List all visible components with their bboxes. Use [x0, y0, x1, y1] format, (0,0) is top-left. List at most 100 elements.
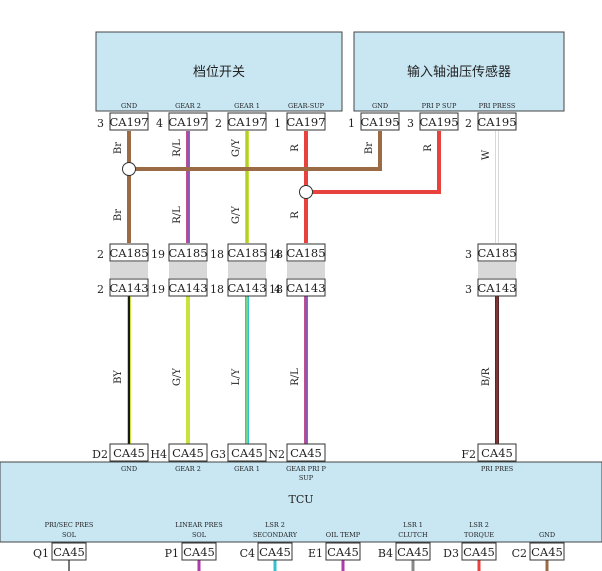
pressure-sensor-conn-1-box	[419, 112, 459, 131]
inline-separator-2	[228, 262, 266, 278]
tcu-top-conn-3-label: CA45	[290, 446, 322, 460]
inline-upper-4-label: CA185	[477, 246, 516, 260]
inline-lower-4-label: CA143	[477, 281, 516, 295]
gear-switch-conn-1-label: CA197	[168, 115, 207, 129]
inline-upper-1-box	[168, 243, 208, 262]
tcu-bottom-conn-4-label: CA45	[397, 545, 429, 559]
inline-upper-2-label: CA185	[227, 246, 266, 260]
wire-label-upper-3: R	[290, 144, 301, 152]
wire-label-upper-1: R/L	[172, 139, 183, 157]
wire-label-mid-2: G/Y	[231, 206, 242, 224]
tcu-top-pin-num-4: F2	[461, 448, 476, 461]
tcu-box	[0, 461, 602, 543]
inline-upper-3-label: CA185	[286, 246, 325, 260]
tcu-bottom-conn-4-box	[395, 542, 431, 561]
tcu-bottom-signal-2-b: SECONDARY	[253, 531, 298, 539]
splice-gnd	[122, 162, 136, 176]
inline-lower-left-4: 3	[465, 283, 472, 296]
inline-upper-1-label: CA185	[168, 246, 207, 260]
inline-lower-right-2: 18	[269, 283, 283, 296]
tcu-bottom-signal-1-a: LINEAR PRES	[175, 521, 222, 529]
gear-switch-conn-2-label: CA197	[227, 115, 266, 129]
inline-lower-right-0: 19	[151, 283, 165, 296]
pressure-sensor-conn-0-label: CA195	[360, 115, 399, 129]
tcu-bottom-pin-num-6: C2	[512, 547, 527, 560]
wire-label-lower-1: G/Y	[172, 368, 183, 386]
inline-lower-2-label: CA143	[227, 281, 266, 295]
wire-label-lower-2: L/Y	[231, 368, 242, 385]
tcu-bottom-pin-num-3: E1	[308, 547, 323, 560]
tcu-top-signal-4: PRI PRES	[481, 465, 513, 473]
wire-sup-cross	[306, 131, 441, 194]
wire-label-upper-2: G/Y	[231, 139, 242, 157]
tcu-bottom-conn-6-box	[529, 542, 565, 561]
tcu-top-signal-3-a: GEAR PRI P	[286, 465, 326, 473]
tcu-bottom-signal-5-b: TORQUE	[464, 531, 494, 539]
pressure-sensor-conn-1-label: CA195	[419, 115, 458, 129]
wire-label-lower-4: B/R	[481, 367, 492, 386]
tcu-bottom-signal-5-a: LSR 2	[469, 521, 489, 529]
inline-upper-4-box	[477, 243, 517, 262]
inline-upper-right-1: 18	[210, 248, 224, 261]
pressure-sensor-pin-num-2: 2	[465, 117, 472, 130]
tcu-top-signal-1: GEAR 2	[175, 465, 201, 473]
pressure-sensor-signal-1: PRI P SUP	[422, 102, 457, 110]
inline-lower-1-label: CA143	[168, 281, 207, 295]
tcu-bottom-pin-num-2: C4	[240, 547, 255, 560]
gear-switch-conn-3-label: CA197	[286, 115, 325, 129]
inline-upper-left-4: 3	[465, 248, 472, 261]
pressure-sensor-box	[353, 31, 565, 112]
gear-switch-conn-0-box	[109, 112, 149, 131]
pressure-sensor-signal-0: GND	[372, 102, 388, 110]
tcu-bottom-conn-2-label: CA45	[259, 545, 291, 559]
inline-lower-3-box	[286, 278, 326, 297]
tcu-top-conn-1-label: CA45	[172, 446, 204, 460]
inline-upper-right-2: 18	[269, 248, 283, 261]
pressure-sensor-pin-num-1: 3	[407, 117, 414, 130]
pressure-sensor-title: 输入轴油压传感器	[407, 64, 511, 80]
tcu-top-pin-num-3: N2	[268, 448, 285, 461]
inline-upper-right-0: 19	[151, 248, 165, 261]
inline-upper-0-box	[109, 243, 149, 262]
tcu-bottom-signal-2-a: LSR 2	[265, 521, 285, 529]
inline-upper-left-0: 2	[97, 248, 104, 261]
wire-gnd-cross	[129, 131, 382, 171]
inline-lower-2-box	[227, 278, 267, 297]
tcu-top-conn-0-box	[109, 443, 149, 462]
gear-switch-signal-2: GEAR 1	[234, 102, 260, 110]
tcu-top-conn-2-label: CA45	[231, 446, 263, 460]
wire-label-mid-1: R/L	[172, 206, 183, 224]
wire-label-lower-3: R/L	[290, 368, 301, 386]
inline-lower-4-box	[477, 278, 517, 297]
tcu-bottom-conn-0-label: CA45	[53, 545, 85, 559]
tcu-top-conn-3-box	[286, 443, 326, 462]
gear-switch-pin-num-1: 4	[156, 117, 163, 130]
inline-separator-4	[478, 262, 516, 278]
tcu-bottom-signal-0-a: PRI/SEC PRES	[45, 521, 94, 529]
wire-label-sensor-gnd: Br	[364, 142, 375, 154]
tcu-top-pin-num-2: G3	[210, 448, 226, 461]
tcu-top-conn-1-box	[168, 443, 208, 462]
tcu-bottom-conn-6-label: CA45	[531, 545, 563, 559]
inline-lower-0-box	[109, 278, 149, 297]
tcu-top-signal-0: GND	[121, 465, 137, 473]
wire-label-mid-3: R	[290, 211, 301, 219]
tcu-bottom-signal-1-b: SOL	[192, 531, 207, 539]
tcu-bottom-signal-6: GND	[539, 531, 555, 539]
wire-label-lower-0: BY	[113, 370, 124, 384]
inline-upper-3-box	[286, 243, 326, 262]
splice-sup	[299, 185, 313, 199]
tcu-bottom-pin-num-4: B4	[378, 547, 393, 560]
tcu-bottom-signal-3: OIL TEMP	[326, 531, 361, 539]
tcu-bottom-conn-0-box	[51, 542, 87, 561]
wire-label-sensor-press: W	[481, 149, 492, 160]
tcu-bottom-pin-num-5: D3	[443, 547, 459, 560]
tcu-bottom-signal-4-b: CLUTCH	[398, 531, 428, 539]
tcu-bottom-conn-5-box	[461, 542, 497, 561]
pressure-sensor-conn-2-label: CA195	[477, 115, 516, 129]
pressure-sensor-conn-0-box	[360, 112, 400, 131]
tcu-bottom-conn-3-box	[325, 542, 361, 561]
tcu-top-signal-2: GEAR 1	[234, 465, 260, 473]
wire-label-sensor-sup: R	[423, 144, 434, 152]
